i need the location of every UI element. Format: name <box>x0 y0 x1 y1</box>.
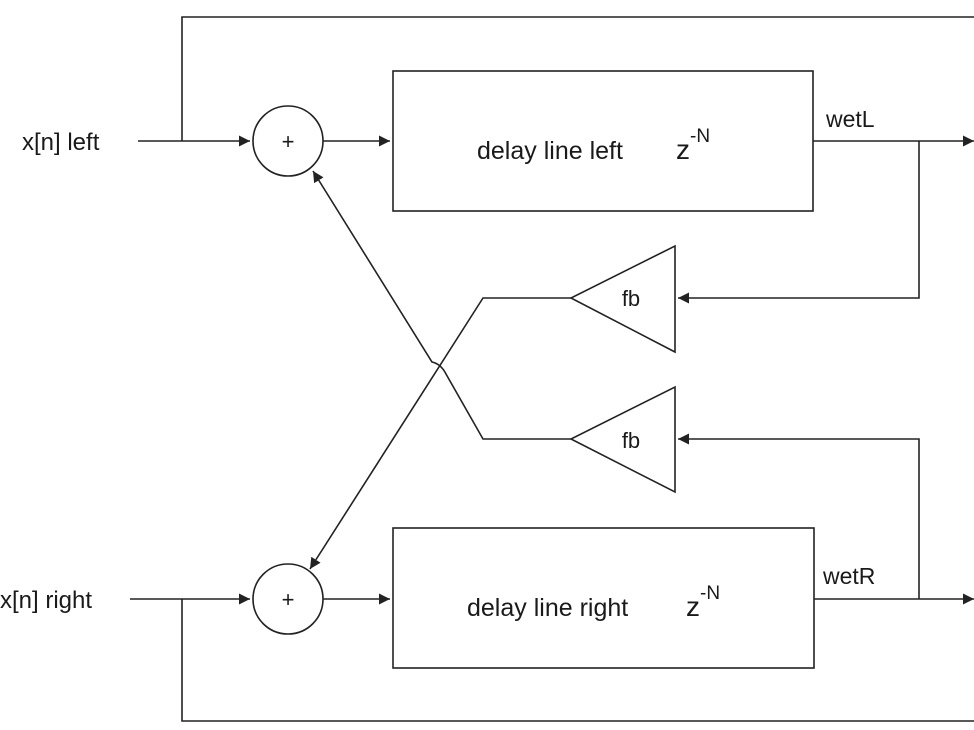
delay-line-left-transfer: z-N <box>676 126 710 165</box>
summer-left-sign: + <box>282 129 295 154</box>
right-bypass-wire <box>181 599 974 722</box>
delay-line-right-transfer: z-N <box>686 583 720 622</box>
delay-line-right: delay line right z-N <box>392 527 815 669</box>
feedback-gain-lower: fb <box>569 385 676 494</box>
input-right-label: x[n] right <box>0 587 92 614</box>
cross-feedback-wire-to-left <box>312 170 571 440</box>
delay-line-left-label: delay line left <box>477 137 623 165</box>
summer-right: + <box>252 563 324 635</box>
feedback-gain-lower-label: fb <box>622 428 640 453</box>
cross-feedback-wire-to-right <box>309 297 571 570</box>
summer-right-sign: + <box>282 587 295 612</box>
left-bypass-wire <box>181 16 974 141</box>
input-left-label: x[n] left <box>22 129 100 156</box>
output-right-label: wetR <box>822 563 875 589</box>
delay-line-left: delay line left z-N <box>392 70 814 212</box>
summer-left: + <box>252 105 324 177</box>
output-left-label: wetL <box>825 106 875 132</box>
delay-line-right-label: delay line right <box>467 594 628 622</box>
wetR-feedback-tap-wire <box>678 433 920 599</box>
wetL-feedback-tap-wire <box>678 141 920 304</box>
feedback-gain-upper-label: fb <box>622 286 640 311</box>
feedback-gain-upper: fb <box>569 244 676 354</box>
